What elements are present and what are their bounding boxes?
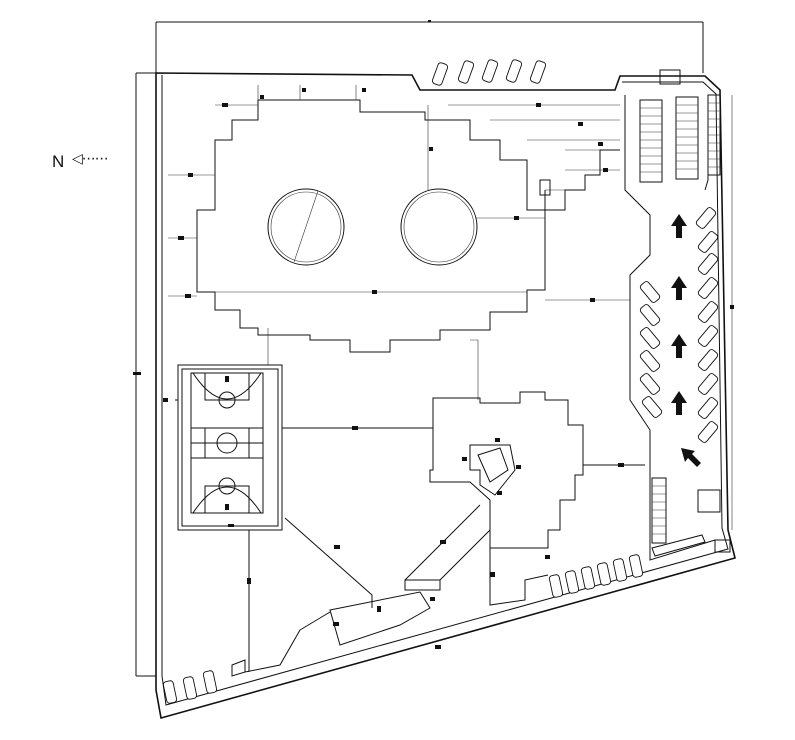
car-icon — [695, 207, 717, 229]
car-icon — [639, 327, 661, 349]
left-dimension-line — [133, 72, 156, 677]
car-icon — [697, 277, 719, 299]
car-icon — [697, 301, 719, 323]
car-icon — [639, 304, 661, 326]
car-icon — [697, 253, 719, 275]
car-icon — [162, 680, 178, 704]
traffic-arrows — [671, 214, 701, 467]
south-parking-cars — [162, 554, 644, 704]
car-icon — [564, 570, 580, 594]
east-parking-cars — [639, 207, 719, 443]
car-icon — [596, 562, 612, 586]
car-icon — [457, 60, 475, 84]
right-dimension-line — [730, 95, 734, 530]
circular-pool-left — [267, 188, 345, 266]
car-icon — [639, 373, 661, 395]
car-icon — [697, 231, 719, 253]
car-icon — [548, 574, 564, 598]
circular-pool-right — [400, 188, 478, 266]
car-icon — [697, 373, 719, 395]
car-icon — [431, 62, 449, 86]
site-connections — [163, 398, 645, 672]
car-icon — [612, 558, 628, 582]
main-building-outline — [196, 99, 546, 353]
south-building-outline — [429, 391, 584, 549]
dimension-lines-building — [168, 85, 630, 400]
central-pavilion — [462, 438, 521, 496]
up-arrow-icon — [671, 276, 687, 300]
up-arrow-icon — [671, 391, 687, 415]
up-arrow-icon — [671, 334, 687, 358]
car-icon — [182, 676, 198, 700]
north-label: N — [52, 152, 65, 171]
up-left-arrow-icon — [681, 448, 701, 467]
east-parking-lot — [624, 69, 731, 561]
basketball-court — [177, 364, 283, 531]
up-arrow-icon — [671, 214, 687, 238]
car-icon — [202, 670, 218, 694]
site-boundary-inner — [161, 75, 729, 706]
car-icon — [639, 350, 661, 372]
top-dimension-line — [155, 20, 704, 73]
car-icon — [628, 554, 644, 578]
north-arrow-icon: ◁⋯⋯ — [72, 151, 109, 167]
car-icon — [481, 59, 499, 83]
site-boundary — [155, 72, 736, 720]
top-parking-cars — [431, 59, 547, 86]
car-icon — [697, 397, 719, 419]
car-icon — [641, 396, 663, 418]
car-icon — [505, 59, 523, 83]
car-icon — [697, 421, 719, 443]
car-icon — [697, 349, 719, 371]
car-icon — [580, 566, 596, 590]
annex-block — [539, 149, 620, 211]
car-icon — [529, 60, 547, 84]
car-icon — [639, 281, 661, 303]
south-pathways — [231, 504, 550, 677]
car-icon — [697, 325, 719, 347]
